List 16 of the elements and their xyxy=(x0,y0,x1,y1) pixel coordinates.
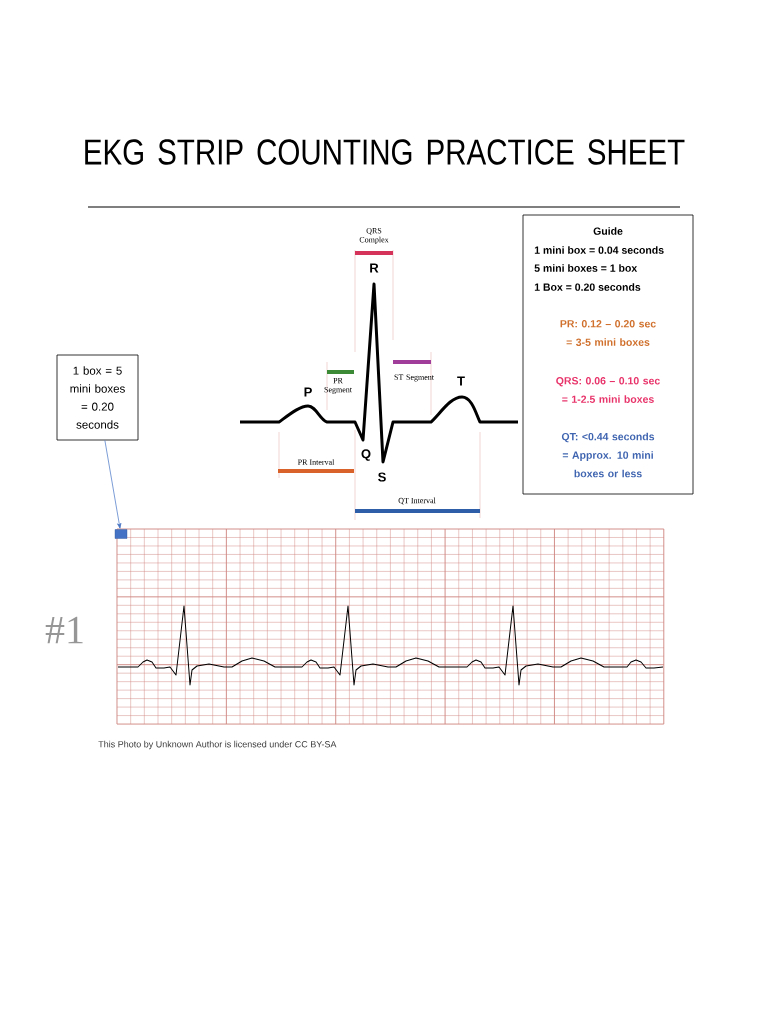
interval-label: PR Interval xyxy=(297,459,335,465)
segment-label: ST Segment xyxy=(394,374,434,382)
wave-letter: Q xyxy=(361,449,371,461)
guide-box: Guide 1 mini box = 0.04 seconds 5 mini boxes = 1 box 1 Box = 0.20 seconds PR: 0.12 – 0.20 sec = 3-5 mini boxes QRS: 0.06 – 0.10 sec = 1-2.5 mini boxes QT: <0.44 seconds = Approx. 10 mini boxes or less xyxy=(522,214,694,495)
photo-credit: This Photo by Unknown Author is licensed under CC BY-SA xyxy=(98,740,337,750)
wave-letter: R xyxy=(370,263,379,273)
arrow xyxy=(104,440,122,529)
interval-label: QT Interval xyxy=(398,497,436,505)
wave-letter: T xyxy=(457,376,465,386)
strip-number: #1 xyxy=(45,616,83,644)
segment-label: PR Segment xyxy=(324,378,352,394)
complex-label: QRS Complex xyxy=(359,228,389,244)
wave-letter: P xyxy=(304,387,312,397)
wave-letter: S xyxy=(378,472,386,482)
title: EKG STRIP COUNTING PRACTICE SHEET xyxy=(85,139,685,165)
callout-box: 1 box = 5 mini boxes = 0.20 seconds xyxy=(56,354,139,441)
